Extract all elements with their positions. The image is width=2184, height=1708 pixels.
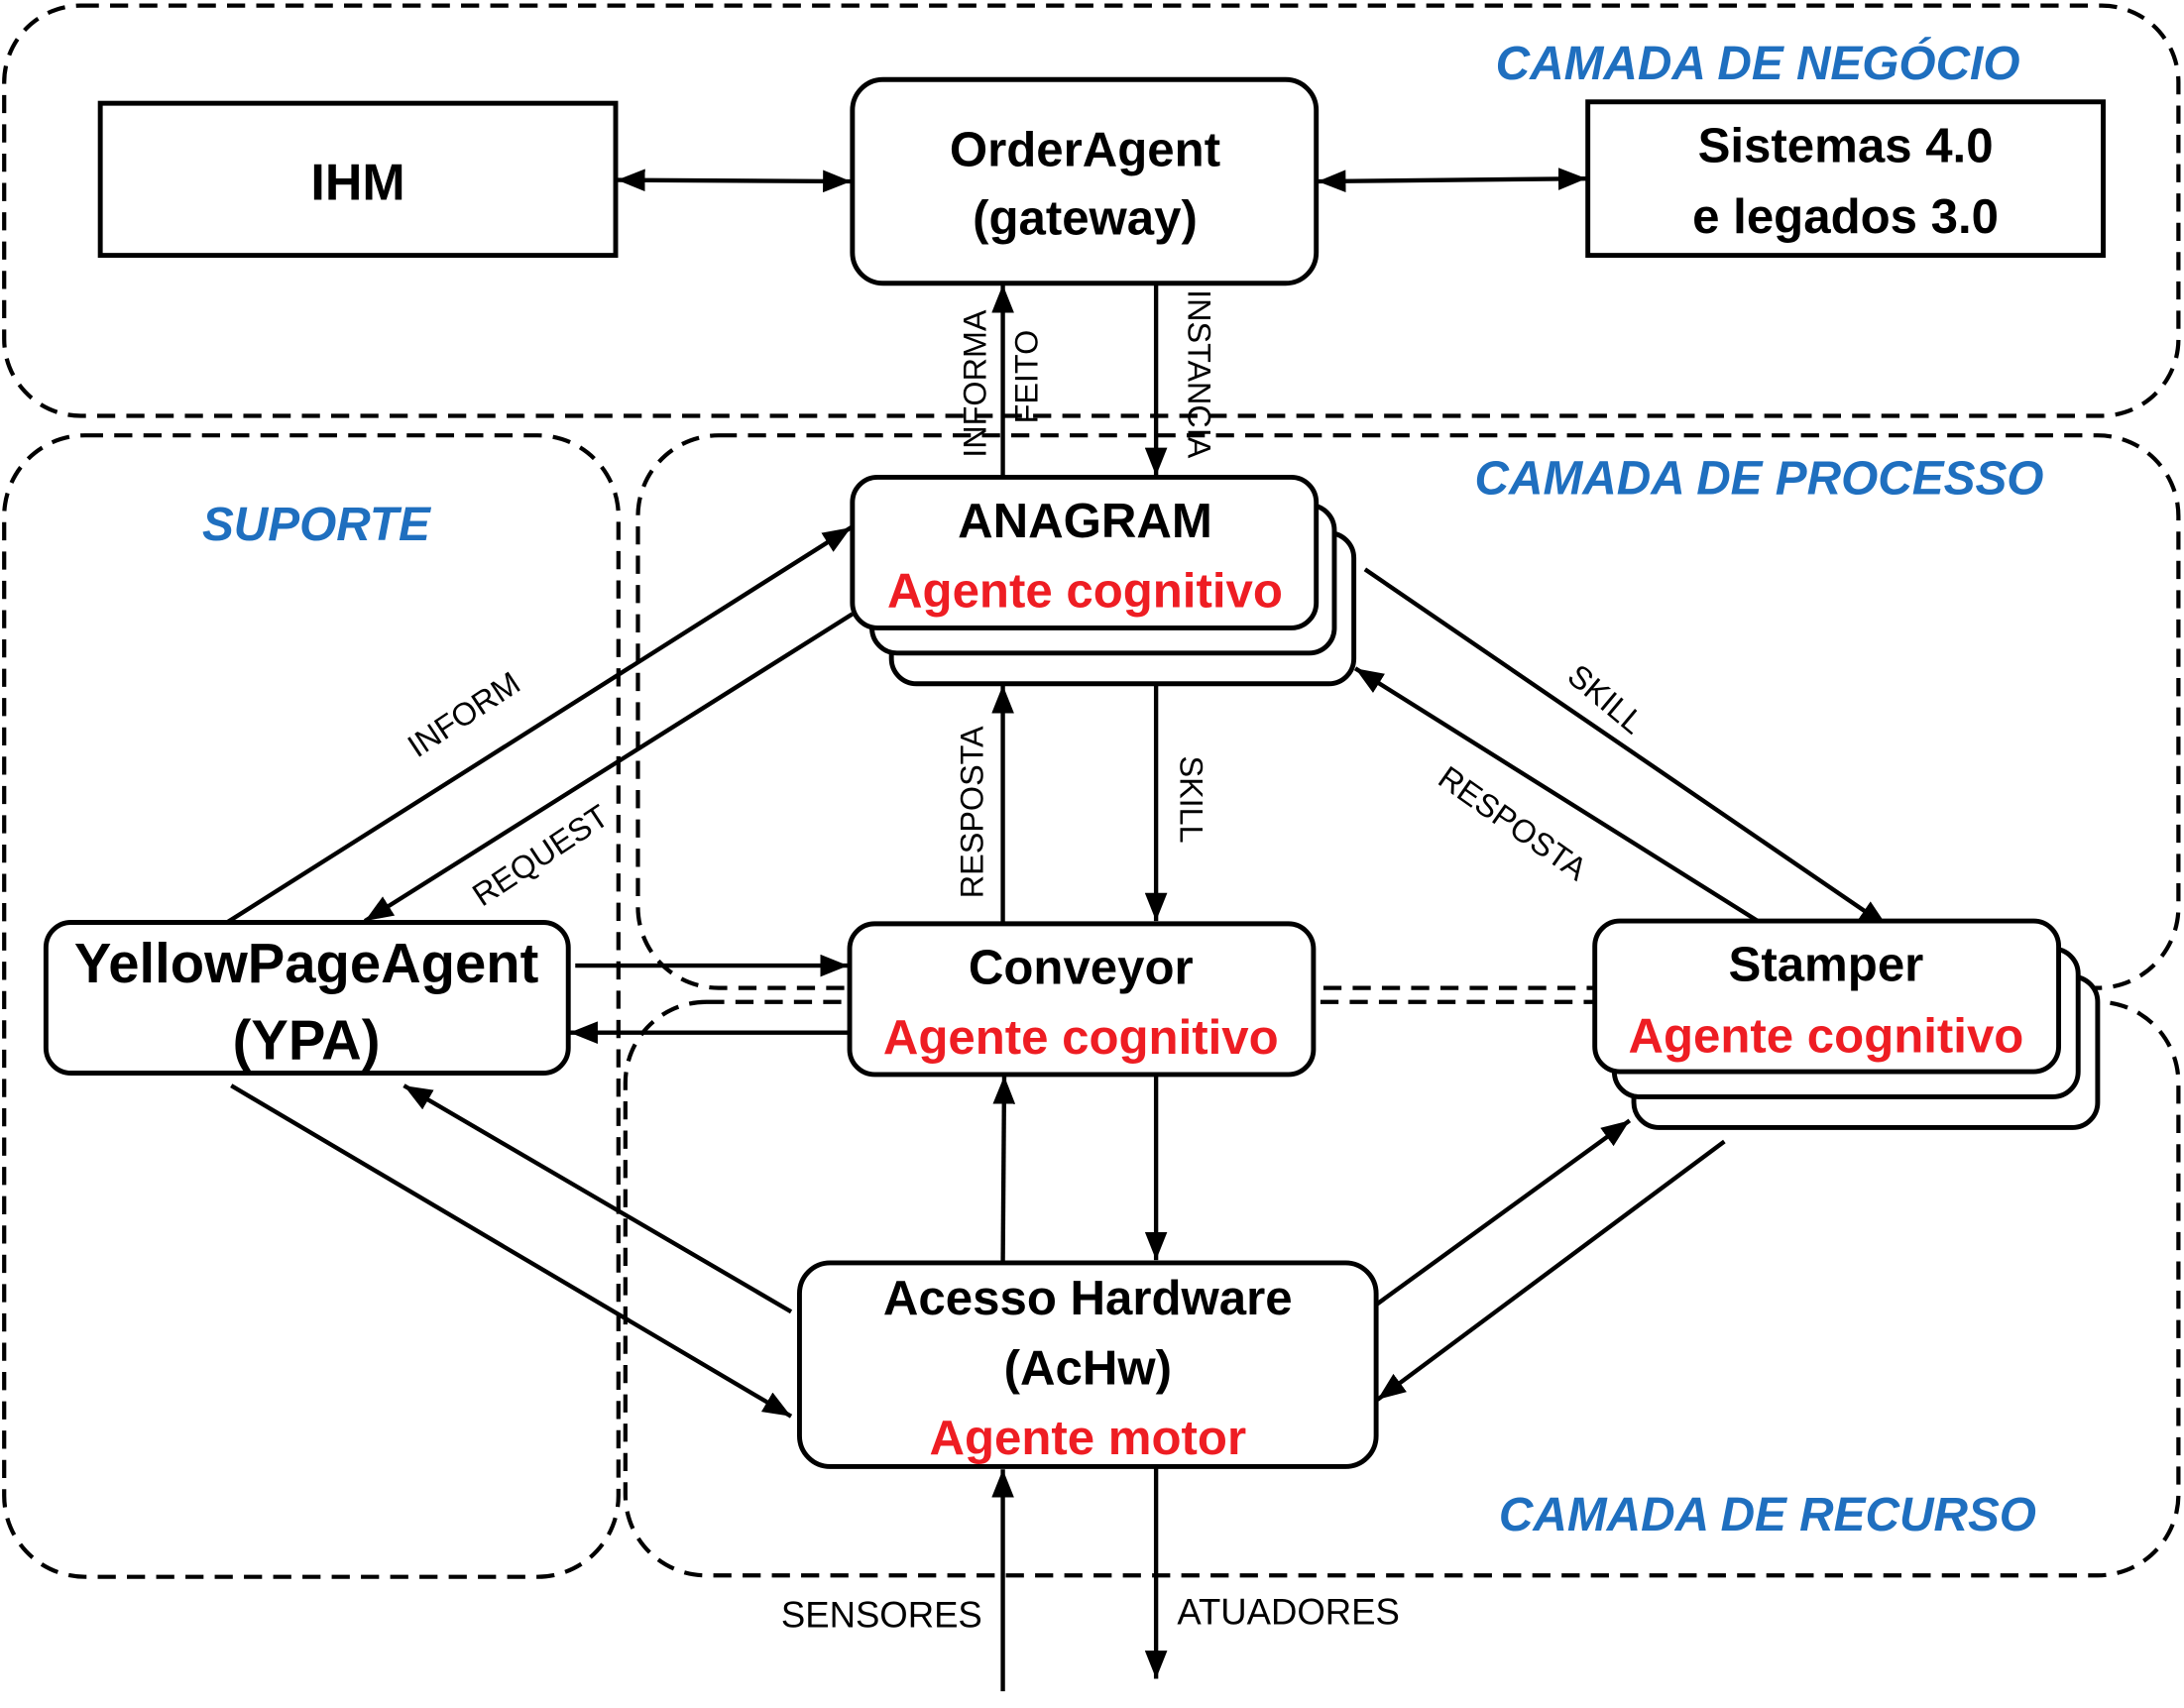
node-yellowpageagent: YellowPageAgent (YPA) [43,920,571,1076]
node-sistemas-line2: e legados 3.0 [1692,189,1999,244]
edge-label-conveyor-resposta: RESPOSTA [955,726,990,898]
node-yellowpageagent-box [43,920,571,1076]
node-stamper-title: Stamper [1729,938,1924,992]
arrow-achw-to-stamper [1374,1118,1632,1307]
layer-processo-region [635,433,2181,990]
node-stamper-stack: Stamper Agente cognitivo [1592,918,2101,1130]
edge-label-conveyor-skill: SKILL [1173,756,1208,844]
node-acesso-hardware-title: Acesso Hardware [883,1271,1293,1325]
node-conveyor-role: Agente cognitivo [883,1010,1279,1065]
node-sistemas-box [1585,99,2106,259]
arrow-stamper-to-achw [1376,1139,1726,1402]
edge-label-instancia: INSTANCIA [1182,289,1217,459]
layer-processo-label: CAMADA DE PROCESSO [1475,452,2044,505]
node-conveyor-title: Conveyor [969,940,1194,994]
node-ihm: IHM [97,100,619,259]
arrow-ihm-orderagent [617,169,852,193]
layer-suporte-region [2,433,621,1579]
arrow-orderagent-sistemas [1318,168,1587,193]
node-anagram-box [850,474,1320,630]
node-conveyor: Conveyor Agente cognitivo [847,921,1317,1078]
node-conveyor-box [847,921,1317,1078]
node-yellowpageagent-title: YellowPageAgent [74,932,539,994]
node-acesso-hardware-subtitle: (AcHw) [1004,1340,1172,1395]
arrow-anagram-to-stamper [1363,567,1889,929]
edge-label-atuadores: ATUADORES [1177,1592,1400,1633]
node-sistemas-line1: Sistemas 4.0 [1698,118,1994,172]
edge-label-request: REQUEST [466,798,615,913]
node-anagram-stack: ANAGRAM Agente cognitivo [850,474,1357,687]
node-stamper-role: Agente cognitivo [1628,1008,2023,1063]
arrow-achw-to-conveyor [992,1076,1016,1263]
node-orderagent-title: OrderAgent [950,122,1220,176]
node-orderagent-box [850,76,1320,286]
edge-label-feito: FEITO [1008,330,1044,424]
arrow-anagram-to-ypa [363,612,855,923]
edge-label-sensores: SENSORES [781,1594,982,1635]
arrow-achw-to-ypa [402,1083,793,1314]
node-orderagent: OrderAgent (gateway) [850,76,1320,286]
node-anagram-title: ANAGRAM [958,494,1212,548]
node-stamper-box [1592,918,2062,1075]
layer-negocio-label: CAMADA DE NEGÓCIO [1496,37,2020,90]
node-anagram-role: Agente cognitivo [887,563,1283,618]
node-yellowpageagent-subtitle: (YPA) [233,1008,381,1071]
arrow-ypa-to-achw [230,1083,793,1419]
node-sistemas: Sistemas 4.0 e legados 3.0 [1585,99,2106,259]
node-orderagent-subtitle: (gateway) [973,190,1198,245]
node-acesso-hardware: Acesso Hardware (AcHw) Agente motor [796,1260,1379,1469]
node-ihm-box [97,100,619,259]
node-acesso-hardware-role: Agente motor [929,1411,1246,1465]
edge-label-informa: INFORMA [957,309,992,458]
layer-suporte-label: SUPORTE [202,499,432,551]
node-ihm-title: IHM [310,154,404,211]
edge-label-stamper-skill: SKILL [1561,657,1652,740]
layer-negocio-region [2,3,2181,418]
layer-recurso-region [623,999,2181,1578]
layer-recurso-label: CAMADA DE RECURSO [1499,1489,2036,1541]
edge-label-inform: INFORM [402,664,526,763]
connections [225,168,1889,1692]
arrow-ypa-to-anagram [225,525,853,925]
arrow-stamper-to-anagram [1353,666,1760,923]
node-acesso-hardware-box [796,1260,1379,1469]
edge-label-stamper-resposta: RESPOSTA [1432,759,1593,887]
layer-regions: CAMADA DE NEGÓCIO CAMADA DE PROCESSO CAM… [2,3,2181,1579]
